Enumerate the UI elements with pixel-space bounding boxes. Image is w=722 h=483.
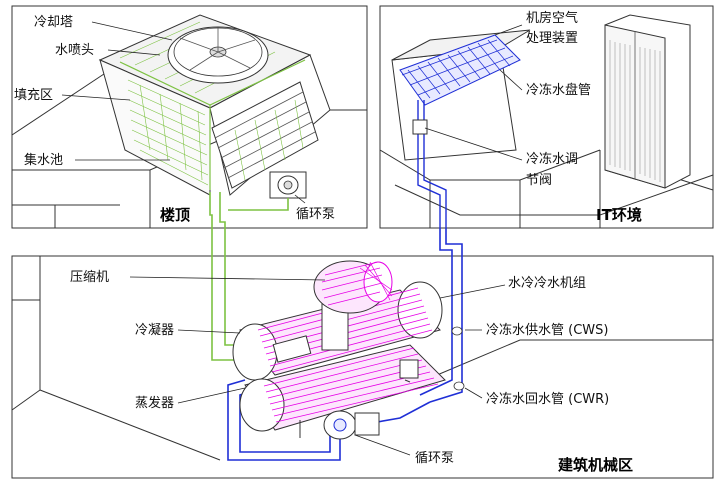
leader-lines xyxy=(61,21,523,456)
louver-panel xyxy=(211,81,319,189)
label-cwr: 冷冻水回水管 (CWR) xyxy=(486,391,609,407)
chiller-control-box xyxy=(272,335,312,363)
roof-pump xyxy=(269,171,307,199)
label-crah-line1: 机房空气 xyxy=(526,10,578,26)
condenser-water-loop xyxy=(209,192,289,361)
chilled-water-coil xyxy=(399,34,521,106)
label-mech-pump: 循环泵 xyxy=(415,451,454,466)
label-cooling-tower: 冷却塔 xyxy=(34,15,73,30)
label-chiller: 水冷冷水机组 xyxy=(508,276,586,291)
compressor xyxy=(313,260,393,351)
mech-building-outline xyxy=(11,256,713,461)
label-condenser: 冷凝器 xyxy=(135,322,174,338)
label-chw-valve-line2: 节阀 xyxy=(526,173,552,188)
label-crah-line2: 处理装置 xyxy=(526,31,578,46)
it-panel-title: IT环境 xyxy=(596,206,642,224)
label-chw-valve-line1: 冷冻水调 xyxy=(526,151,578,167)
cwr-pipe-marker xyxy=(453,381,465,391)
label-water-nozzle: 水喷头 xyxy=(55,43,94,58)
label-evaporator: 蒸发器 xyxy=(135,395,174,411)
it-racks xyxy=(604,14,691,189)
chw-control-valve xyxy=(412,119,428,135)
nozzle-header xyxy=(119,59,306,190)
label-chw-coil: 冷冻水盘管 xyxy=(526,82,591,98)
roof-panel-title: 楼顶 xyxy=(160,206,190,224)
evaporator-shell xyxy=(239,344,446,432)
tower-fan xyxy=(167,26,269,84)
label-cws: 冷冻水供水管 (CWS) xyxy=(486,322,608,338)
label-roof-pump: 循环泵 xyxy=(296,207,335,222)
label-compressor: 压缩机 xyxy=(70,269,109,285)
crah-chw-piping xyxy=(417,100,447,228)
label-fill-zone: 填充区 xyxy=(14,87,53,103)
label-collection-basin: 集水池 xyxy=(24,152,63,168)
mech-panel-title: 建筑机械区 xyxy=(558,456,633,474)
water-cooled-chiller xyxy=(232,260,446,438)
cooling-tower xyxy=(98,14,331,196)
fill-media-left xyxy=(127,79,209,186)
cws-pipe-marker xyxy=(451,326,463,336)
mech-pump xyxy=(323,410,380,440)
